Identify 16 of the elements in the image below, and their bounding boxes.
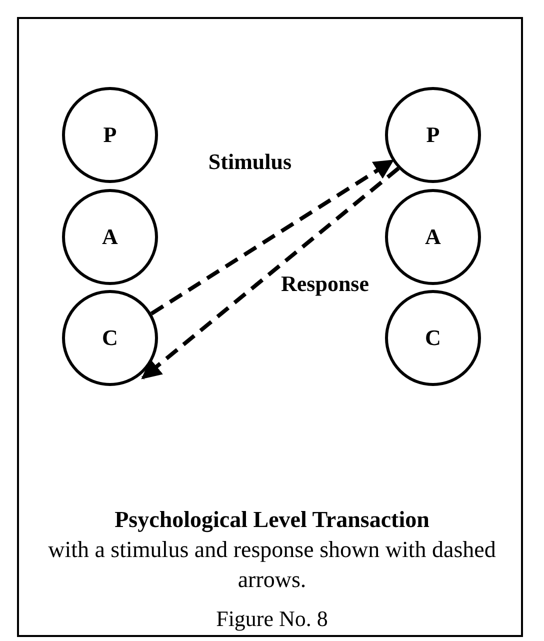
ego-state-circle (62, 290, 158, 386)
ego-state-letter: C (425, 325, 441, 351)
ego-state-circle (385, 290, 481, 386)
ego-state-letter: P (103, 122, 117, 148)
ego-state-circle (62, 87, 158, 183)
ego-state-letter: A (425, 224, 441, 250)
ego-state-circle (385, 87, 481, 183)
caption: Psychological Level Transaction with a stimulus and response shown with dashed arrows. (47, 506, 497, 594)
ego-state-letter: C (102, 325, 118, 351)
ego-state-letter: P (426, 122, 440, 148)
figure-number: Figure No. 8 (215, 606, 329, 632)
ego-state-circle (62, 189, 158, 285)
ego-state-circle (385, 189, 481, 285)
dashed-arrow (150, 159, 394, 316)
ego-state-letter: A (102, 224, 118, 250)
dashed-arrow (141, 166, 400, 380)
